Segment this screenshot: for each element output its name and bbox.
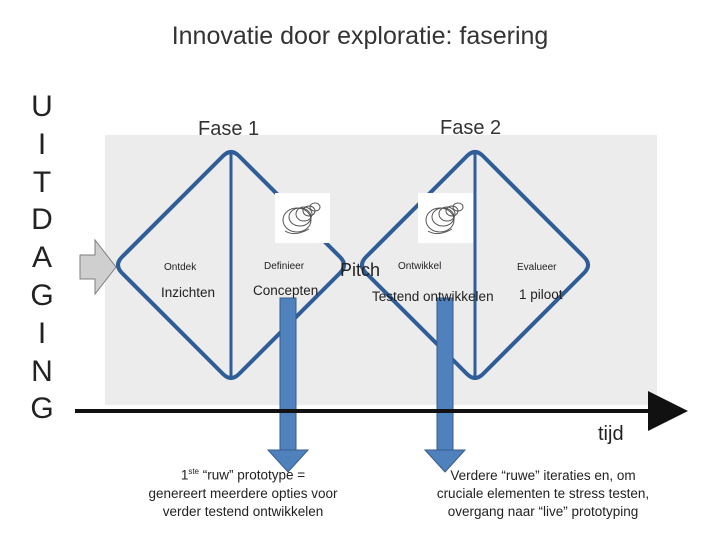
note-phase1-line1: 1ste “ruw” prototype = [180,467,306,483]
note-phase2-line3: overgang naar “live” prototyping [447,504,639,519]
note-phase1-line3: verder testend ontwikkelen [162,503,324,519]
phase1-label: Fase 1 [198,118,260,140]
phase1-diamond [116,150,346,380]
vertical-letter: I [37,316,47,350]
note-phase1-line2: genereert meerdere opties voor [148,485,338,501]
phase1-left-stage: Ontdek [164,262,197,273]
spiral-sketch-icon [275,193,330,243]
phase1-right-stage: Definieer [264,261,305,272]
vertical-letter: G [30,392,54,426]
vertical-letter: A [31,241,52,275]
phase1-right-output: Concepten [253,283,319,298]
phase1-left-output: Inzichten [161,285,216,300]
note-phase2-line1: Verdere “ruwe” iteraties en, om [450,468,636,483]
phase2-right-stage: Evalueer [517,262,557,273]
spiral-sketch-icon [418,193,473,243]
note-phase1: 1ste “ruw” prototype = genereert meerder… [118,463,368,521]
note-phase2: Verdere “ruwe” iteraties en, om cruciale… [398,467,688,521]
phase2-right-output: 1 piloot [519,287,563,302]
phase2-left-stage: Ontwikkel [398,261,442,272]
diagram-title: Innovatie door exploratie: fasering [171,22,549,50]
phase2-left-output: Testend ontwikkelen [372,289,494,304]
vertical-letter: U [31,90,53,123]
vertical-letter: T [32,165,52,199]
phase2-label: Fase 2 [440,117,502,139]
phase2-diamond [360,150,590,380]
pitch-label: Pitch [340,260,381,280]
vertical-letter: G [30,278,54,312]
note-phase2-line2: cruciale elementen te stress testen, [436,486,650,501]
input-arrow-icon [79,238,117,296]
vertical-letter: I [37,127,47,161]
time-axis-label: tijd [598,423,624,445]
vertical-letter: N [31,354,53,388]
vertical-letter: D [31,203,53,237]
